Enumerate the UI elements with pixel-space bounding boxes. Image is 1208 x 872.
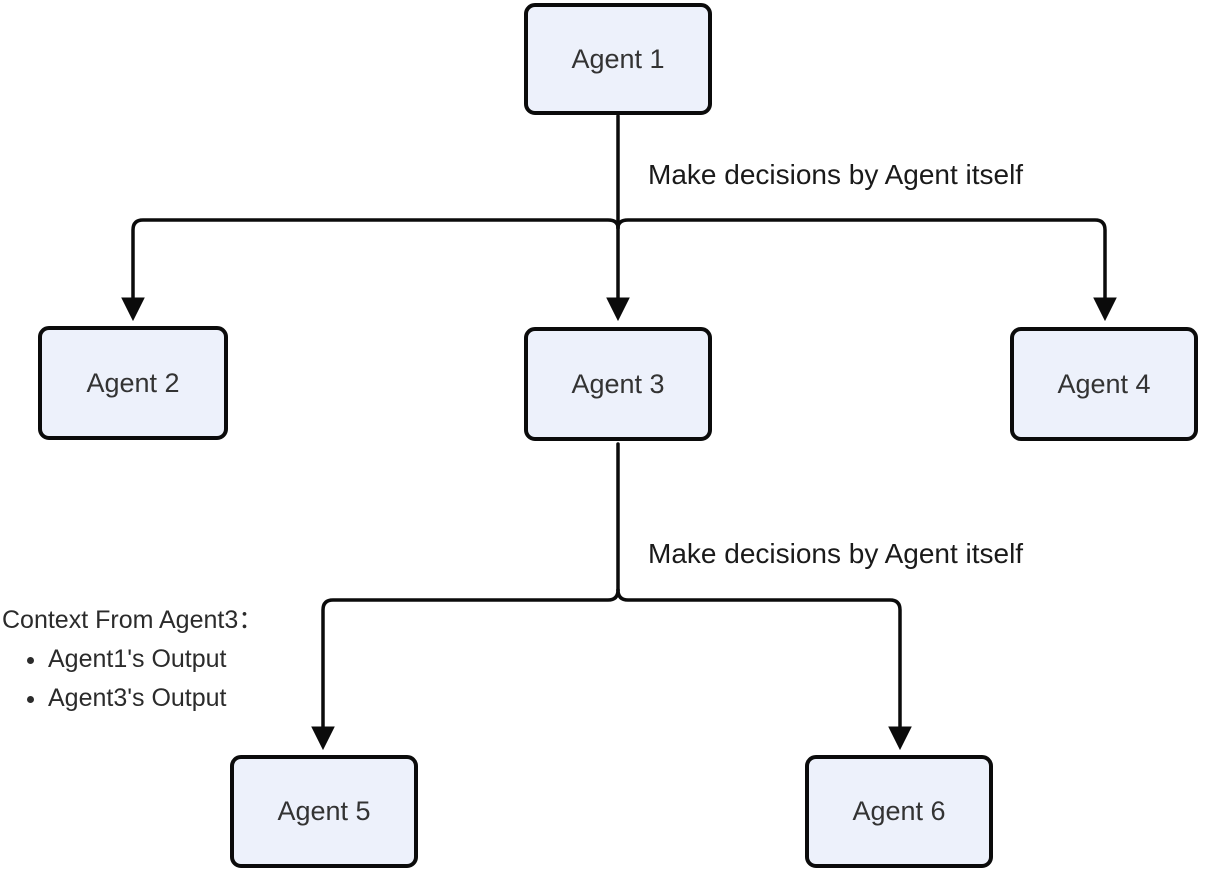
node-agent1-label: Agent 1 xyxy=(571,43,665,74)
edge-agent1-agent4 xyxy=(616,218,1107,301)
node-agent6-label: Agent 6 xyxy=(852,796,946,826)
context-note-item: Agent1's Output xyxy=(48,640,263,679)
node-agent3: Agent 3 xyxy=(524,327,712,441)
node-agent3-label: Agent 3 xyxy=(571,368,665,399)
arrowhead-agent2 xyxy=(121,297,145,322)
node-agent6: Agent 6 xyxy=(805,755,993,868)
node-agent4: Agent 4 xyxy=(1010,327,1198,441)
node-agent5: Agent 5 xyxy=(230,755,418,868)
arrowhead-agent3 xyxy=(606,297,630,322)
edge-label-bottom: Make decisions by Agent itself xyxy=(648,538,1024,569)
edge-agent3-agent5 xyxy=(321,588,620,730)
context-note-title: Context From Agent3： xyxy=(2,606,264,634)
node-agent4-label: Agent 4 xyxy=(1057,368,1151,399)
node-agent2-label: Agent 2 xyxy=(86,367,180,398)
edge-label-top: Make decisions by Agent itself xyxy=(648,159,1024,190)
node-agent2: Agent 2 xyxy=(38,326,228,440)
arrowhead-agent5 xyxy=(311,726,335,751)
context-note: Context From Agent3： Agent1's Output Age… xyxy=(2,601,263,718)
context-note-list: Agent1's Output Agent3's Output xyxy=(2,640,263,718)
node-agent1: Agent 1 xyxy=(524,3,712,115)
node-agent5-label: Agent 5 xyxy=(277,796,371,826)
arrowhead-agent4 xyxy=(1093,297,1117,322)
arrowhead-agent6 xyxy=(888,726,912,751)
context-note-item: Agent3's Output xyxy=(48,679,263,718)
edge-agent3-agent6 xyxy=(616,588,902,730)
edge-agent1-agent2 xyxy=(131,218,620,301)
